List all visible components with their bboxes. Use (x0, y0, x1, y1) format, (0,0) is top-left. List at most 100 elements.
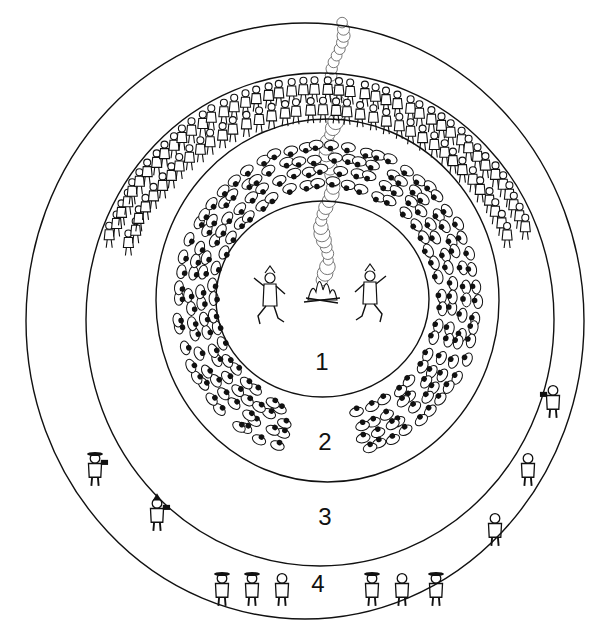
figure-head (144, 159, 151, 166)
tourist-legs (432, 597, 439, 606)
dancer-head (354, 161, 361, 168)
dancer-body (201, 324, 213, 340)
dancer-body (429, 188, 445, 204)
figure-body (195, 144, 205, 154)
figure-head (300, 77, 307, 84)
dancer-figure (172, 312, 185, 327)
dancer-head (207, 329, 214, 336)
dancer-head (394, 179, 402, 187)
dancer-body (231, 419, 248, 434)
figure-body (440, 147, 450, 157)
dancer-figure (453, 229, 469, 246)
dancer-body (241, 408, 258, 423)
figure-head (383, 109, 390, 116)
standing-figure (502, 223, 512, 249)
tourist-figure (488, 514, 501, 546)
tourist-figure (428, 572, 444, 606)
dancer-head (295, 162, 302, 169)
dancer-figure (251, 431, 268, 447)
dancer-figure (397, 205, 415, 222)
dancer-head (456, 264, 463, 271)
dancer-head (222, 201, 230, 209)
standing-figure (267, 103, 277, 128)
dancer-head (283, 162, 290, 169)
dancer-figure (445, 353, 461, 370)
dancer-figure (431, 269, 444, 285)
dancer-figure (230, 381, 248, 399)
dancer-head (368, 399, 375, 406)
dancer-figure (231, 418, 249, 435)
tourist-body (546, 395, 559, 409)
dancer-head (303, 186, 310, 193)
dancer-head (404, 199, 412, 207)
figure-legs (136, 223, 142, 231)
figure-body (345, 87, 355, 97)
dancer-figure (183, 288, 194, 302)
dancer-body (420, 389, 436, 405)
dancer-figure (264, 422, 281, 437)
dancer-figure (333, 166, 348, 178)
dancer-head (283, 417, 290, 424)
headdress (365, 264, 375, 271)
standing-figure (195, 137, 205, 163)
dancer-head (455, 234, 462, 241)
figure-body (184, 152, 194, 162)
figure-head (419, 125, 426, 132)
figure-legs (189, 135, 195, 143)
dancer-figure (426, 229, 442, 246)
dancer-head (246, 216, 254, 224)
standing-figure (158, 173, 168, 199)
zone-circle: 321 (85, 72, 555, 567)
figure-head (458, 127, 465, 134)
dancer-body (226, 173, 243, 189)
figure-body (426, 114, 436, 124)
dancer-head (245, 377, 253, 385)
dancer-body (362, 442, 378, 455)
standing-figure (142, 159, 152, 185)
figure-legs (230, 134, 236, 142)
figure-head (492, 199, 499, 206)
dancer-figure (199, 311, 212, 326)
figure-body (480, 160, 490, 170)
dancer-body (283, 145, 299, 157)
dancing-crowd (172, 140, 483, 455)
figure-head (153, 150, 160, 157)
tourist-hat (428, 572, 444, 576)
tourist-head (548, 386, 558, 396)
dancer-head (345, 159, 351, 165)
dancer-head (254, 384, 262, 392)
dancer-head (314, 184, 320, 190)
dancer-head (246, 394, 254, 402)
dancer-head (395, 384, 403, 392)
dancer-body (448, 243, 461, 259)
dancer-figure (446, 276, 458, 291)
tourist-body (365, 583, 378, 597)
dancer-head (188, 238, 195, 245)
dancer-head (203, 213, 211, 221)
figure-body (205, 137, 215, 147)
dancer-figure (328, 153, 343, 165)
dancer-body (428, 255, 441, 271)
dancer-figure (459, 351, 474, 368)
figure-body (406, 103, 416, 113)
dancer-head (195, 331, 202, 338)
dancer-body (193, 240, 207, 256)
dancer-head (421, 248, 428, 255)
figure-legs (176, 171, 182, 179)
dancer-head (306, 172, 312, 178)
dancer-head (464, 336, 471, 343)
figure-legs (522, 232, 528, 240)
dancer-figure (209, 291, 220, 305)
dancer-figure (449, 215, 465, 232)
zone-number: 1 (313, 350, 330, 374)
figure-head (344, 99, 351, 106)
dancer-figure (206, 342, 221, 359)
figure-head (208, 105, 215, 112)
dancer-body (264, 423, 280, 437)
figure-legs (136, 186, 142, 194)
standing-figure (426, 107, 436, 133)
dancer-head (442, 380, 450, 388)
zone-outline-ellipse (86, 73, 554, 566)
figure-head (333, 98, 340, 105)
